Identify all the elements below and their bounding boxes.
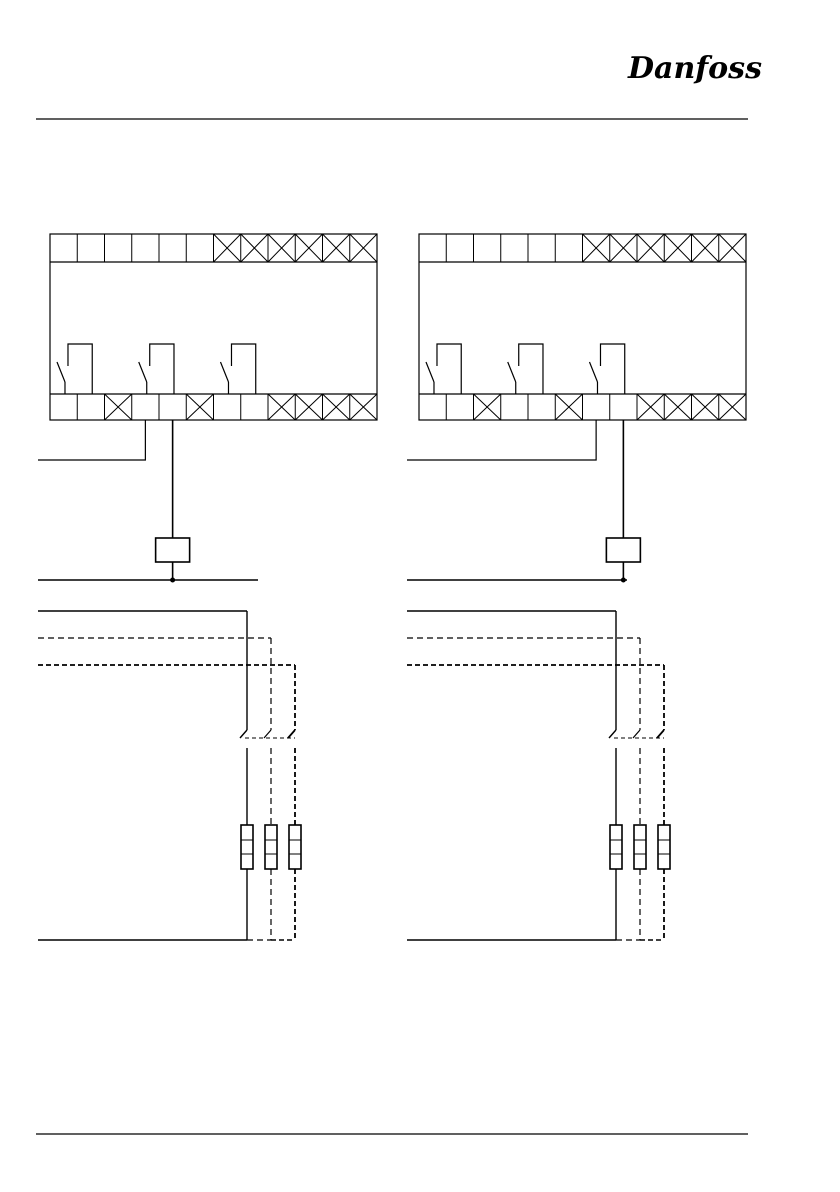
relay-common-leg <box>231 344 255 394</box>
heater-element <box>241 825 253 869</box>
danfoss-logo: Danfoss <box>627 51 762 86</box>
junction-dot <box>170 578 175 583</box>
relay-switch-blade <box>139 362 147 382</box>
heater-element <box>634 825 646 869</box>
relay-common-leg <box>519 344 543 394</box>
contactor-switch-blade <box>609 730 616 738</box>
junction-dot <box>621 578 626 583</box>
supply-wire-phase <box>407 420 596 460</box>
contactor-switch-blade <box>633 730 640 738</box>
relay-common-leg <box>150 344 174 394</box>
supply-wire-phase <box>38 420 145 460</box>
right-wiring-diagram <box>407 234 746 940</box>
relay-switch-blade <box>57 362 65 382</box>
contactor-switch-blade <box>657 730 664 738</box>
relay-common-leg <box>600 344 624 394</box>
heater-element <box>289 825 301 869</box>
heater-element <box>610 825 622 869</box>
contactor-switch-blade <box>240 730 247 738</box>
contactor-coil <box>156 538 190 562</box>
relay-switch-blade <box>508 362 516 382</box>
contactor-switch-blade <box>288 730 295 738</box>
left-wiring-diagram <box>38 234 377 940</box>
contactor-coil <box>606 538 640 562</box>
relay-common-leg <box>68 344 92 394</box>
relay-common-leg <box>437 344 461 394</box>
brand-logo-text: Danfoss <box>627 51 762 86</box>
relay-switch-blade <box>220 362 228 382</box>
contactor-switch-blade <box>264 730 271 738</box>
heater-element <box>265 825 277 869</box>
heater-element <box>658 825 670 869</box>
relay-switch-blade <box>426 362 434 382</box>
relay-switch-blade <box>589 362 597 382</box>
